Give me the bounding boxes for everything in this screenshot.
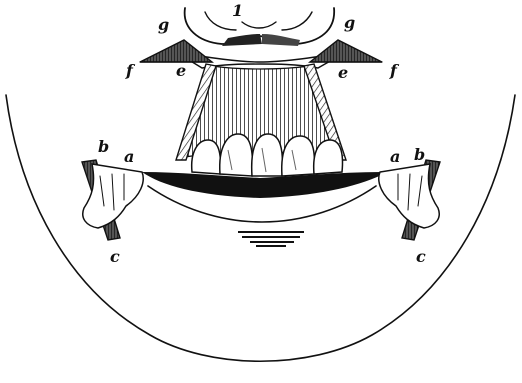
nose-base	[185, 8, 335, 46]
upper-flap-right	[310, 40, 382, 62]
lateral-flap-right	[379, 160, 440, 240]
label-e-right: e	[338, 63, 348, 82]
label-g-right: g	[344, 13, 355, 32]
label-a-right: a	[390, 147, 400, 166]
label-c-left: c	[110, 247, 120, 266]
chin-lines	[238, 232, 304, 246]
label-b-right: b	[414, 145, 425, 164]
nose-mark-label: 1	[232, 1, 243, 20]
label-f-right: f	[389, 61, 400, 80]
lateral-flap-left	[82, 160, 143, 240]
label-a-left: a	[124, 147, 134, 166]
label-e-left: e	[176, 61, 186, 80]
label-c-right: c	[416, 247, 426, 266]
label-b-left: b	[98, 137, 109, 156]
upper-flap-left	[140, 40, 212, 62]
label-g-left: g	[158, 15, 169, 34]
label-f-left: f	[125, 61, 136, 80]
